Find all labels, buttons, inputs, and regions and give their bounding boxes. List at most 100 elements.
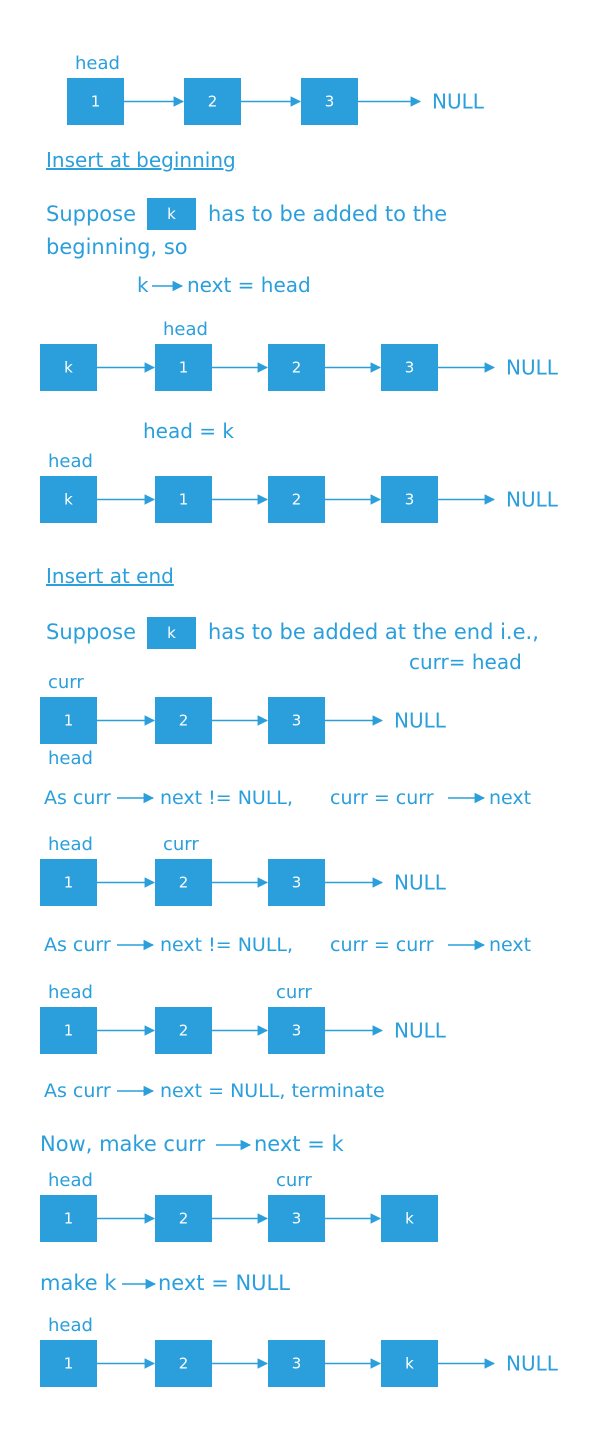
node-label: 3 (292, 874, 302, 892)
heading-insert-end: Insert at end (46, 564, 174, 588)
node-label: 2 (179, 1022, 189, 1040)
list-node (268, 476, 325, 523)
list-node (155, 697, 212, 744)
linked-list-diagram-6: 1 2 3 NULL head curr (40, 982, 447, 1054)
node-label: 3 (325, 93, 335, 111)
node-label: 1 (64, 712, 74, 730)
suppose-end-part2: has to be added at the end i.e., (208, 620, 539, 644)
loop1-end: next (489, 787, 531, 809)
pointer-label-head: head (163, 319, 208, 340)
null-label: NULL (506, 356, 559, 380)
null-label: NULL (506, 1352, 559, 1376)
list-node (381, 344, 438, 391)
pointer-label-head: head (48, 1315, 93, 1336)
pointer-label-head: head (48, 451, 93, 472)
heading-insert-beginning: Insert at beginning (46, 148, 236, 172)
null-label: NULL (506, 488, 559, 512)
node-label: k (405, 1210, 414, 1228)
list-node (155, 344, 212, 391)
node-label: 2 (179, 874, 189, 892)
list-node (381, 1340, 438, 1387)
list-node (40, 697, 97, 744)
list-node (155, 1007, 212, 1054)
make-curr-right: next = k (254, 1132, 344, 1156)
list-node (40, 1007, 97, 1054)
list-node (268, 1340, 325, 1387)
list-node (40, 859, 97, 906)
linked-list-diagram-8: 1 2 3 k NULL head (40, 1315, 559, 1387)
node-label: 2 (179, 1210, 189, 1228)
loop2-end: next (489, 934, 531, 956)
node-label: k (64, 491, 73, 509)
list-node (67, 78, 124, 125)
terminate-right: next = NULL, terminate (160, 1080, 385, 1102)
node-label: 1 (179, 491, 189, 509)
list-node (40, 476, 97, 523)
pointer-label-curr: curr (276, 982, 312, 1003)
node-label: 2 (208, 93, 218, 111)
list-node (268, 1007, 325, 1054)
node-label: 1 (91, 93, 101, 111)
suppose-beginning-line2: beginning, so (46, 235, 188, 259)
pointer-label-head: head (75, 53, 120, 74)
make-k-left: make k (40, 1271, 117, 1295)
list-node (268, 1195, 325, 1242)
stmt-head-equals-k: head = k (143, 419, 234, 443)
suppose-beginning-part2: has to be added to the (208, 202, 447, 226)
loop2-left: As curr (44, 934, 111, 956)
list-node (155, 476, 212, 523)
null-label: NULL (432, 90, 485, 114)
list-node (268, 859, 325, 906)
terminate-left: As curr (44, 1080, 111, 1102)
make-k-right: next = NULL (158, 1271, 290, 1295)
list-node (155, 859, 212, 906)
node-label: 2 (292, 491, 302, 509)
node-label: 1 (64, 1355, 74, 1373)
inline-node-label: k (167, 624, 176, 642)
node-label: 3 (292, 1022, 302, 1040)
inline-node-k-end (147, 617, 196, 649)
loop2-right: curr = curr (330, 934, 434, 956)
loop2-mid: next != NULL, (160, 934, 293, 956)
loop1-left: As curr (44, 787, 111, 809)
list-node (40, 1195, 97, 1242)
list-node (155, 1195, 212, 1242)
pointer-label-curr: curr (163, 834, 199, 855)
node-label: k (405, 1355, 414, 1373)
node-label: 2 (292, 359, 302, 377)
pointer-label-head: head (48, 982, 93, 1003)
node-label: 3 (405, 491, 415, 509)
node-label: 1 (179, 359, 189, 377)
list-node (40, 344, 97, 391)
list-node (301, 78, 358, 125)
make-curr-left: Now, make curr (40, 1132, 206, 1156)
null-label: NULL (394, 709, 447, 733)
null-label: NULL (394, 871, 447, 895)
pointer-label-head: head (48, 1170, 93, 1191)
null-label: NULL (394, 1019, 447, 1043)
node-label: 1 (64, 1022, 74, 1040)
linked-list-diagram-3: k 1 2 3 NULL head (40, 451, 559, 523)
inline-node-k-beginning (147, 198, 196, 230)
node-label: 3 (292, 712, 302, 730)
list-node (268, 697, 325, 744)
node-label: 2 (179, 1355, 189, 1373)
node-label: 3 (292, 1355, 302, 1373)
inline-node-label: k (167, 205, 176, 223)
node-label: k (64, 359, 73, 377)
stmt-k-next-head-left: k (137, 273, 149, 297)
stmt-k-next-head-right: next = head (187, 273, 311, 297)
pointer-label-curr: curr (48, 672, 84, 693)
pointer-label-head: head (48, 748, 93, 769)
list-node (381, 1195, 438, 1242)
suppose-beginning-part1: Suppose (46, 202, 136, 226)
node-label: 3 (292, 1210, 302, 1228)
linked-list-diagram-1: 1 2 3 NULL head (67, 53, 485, 125)
list-node (184, 78, 241, 125)
node-label: 3 (405, 359, 415, 377)
